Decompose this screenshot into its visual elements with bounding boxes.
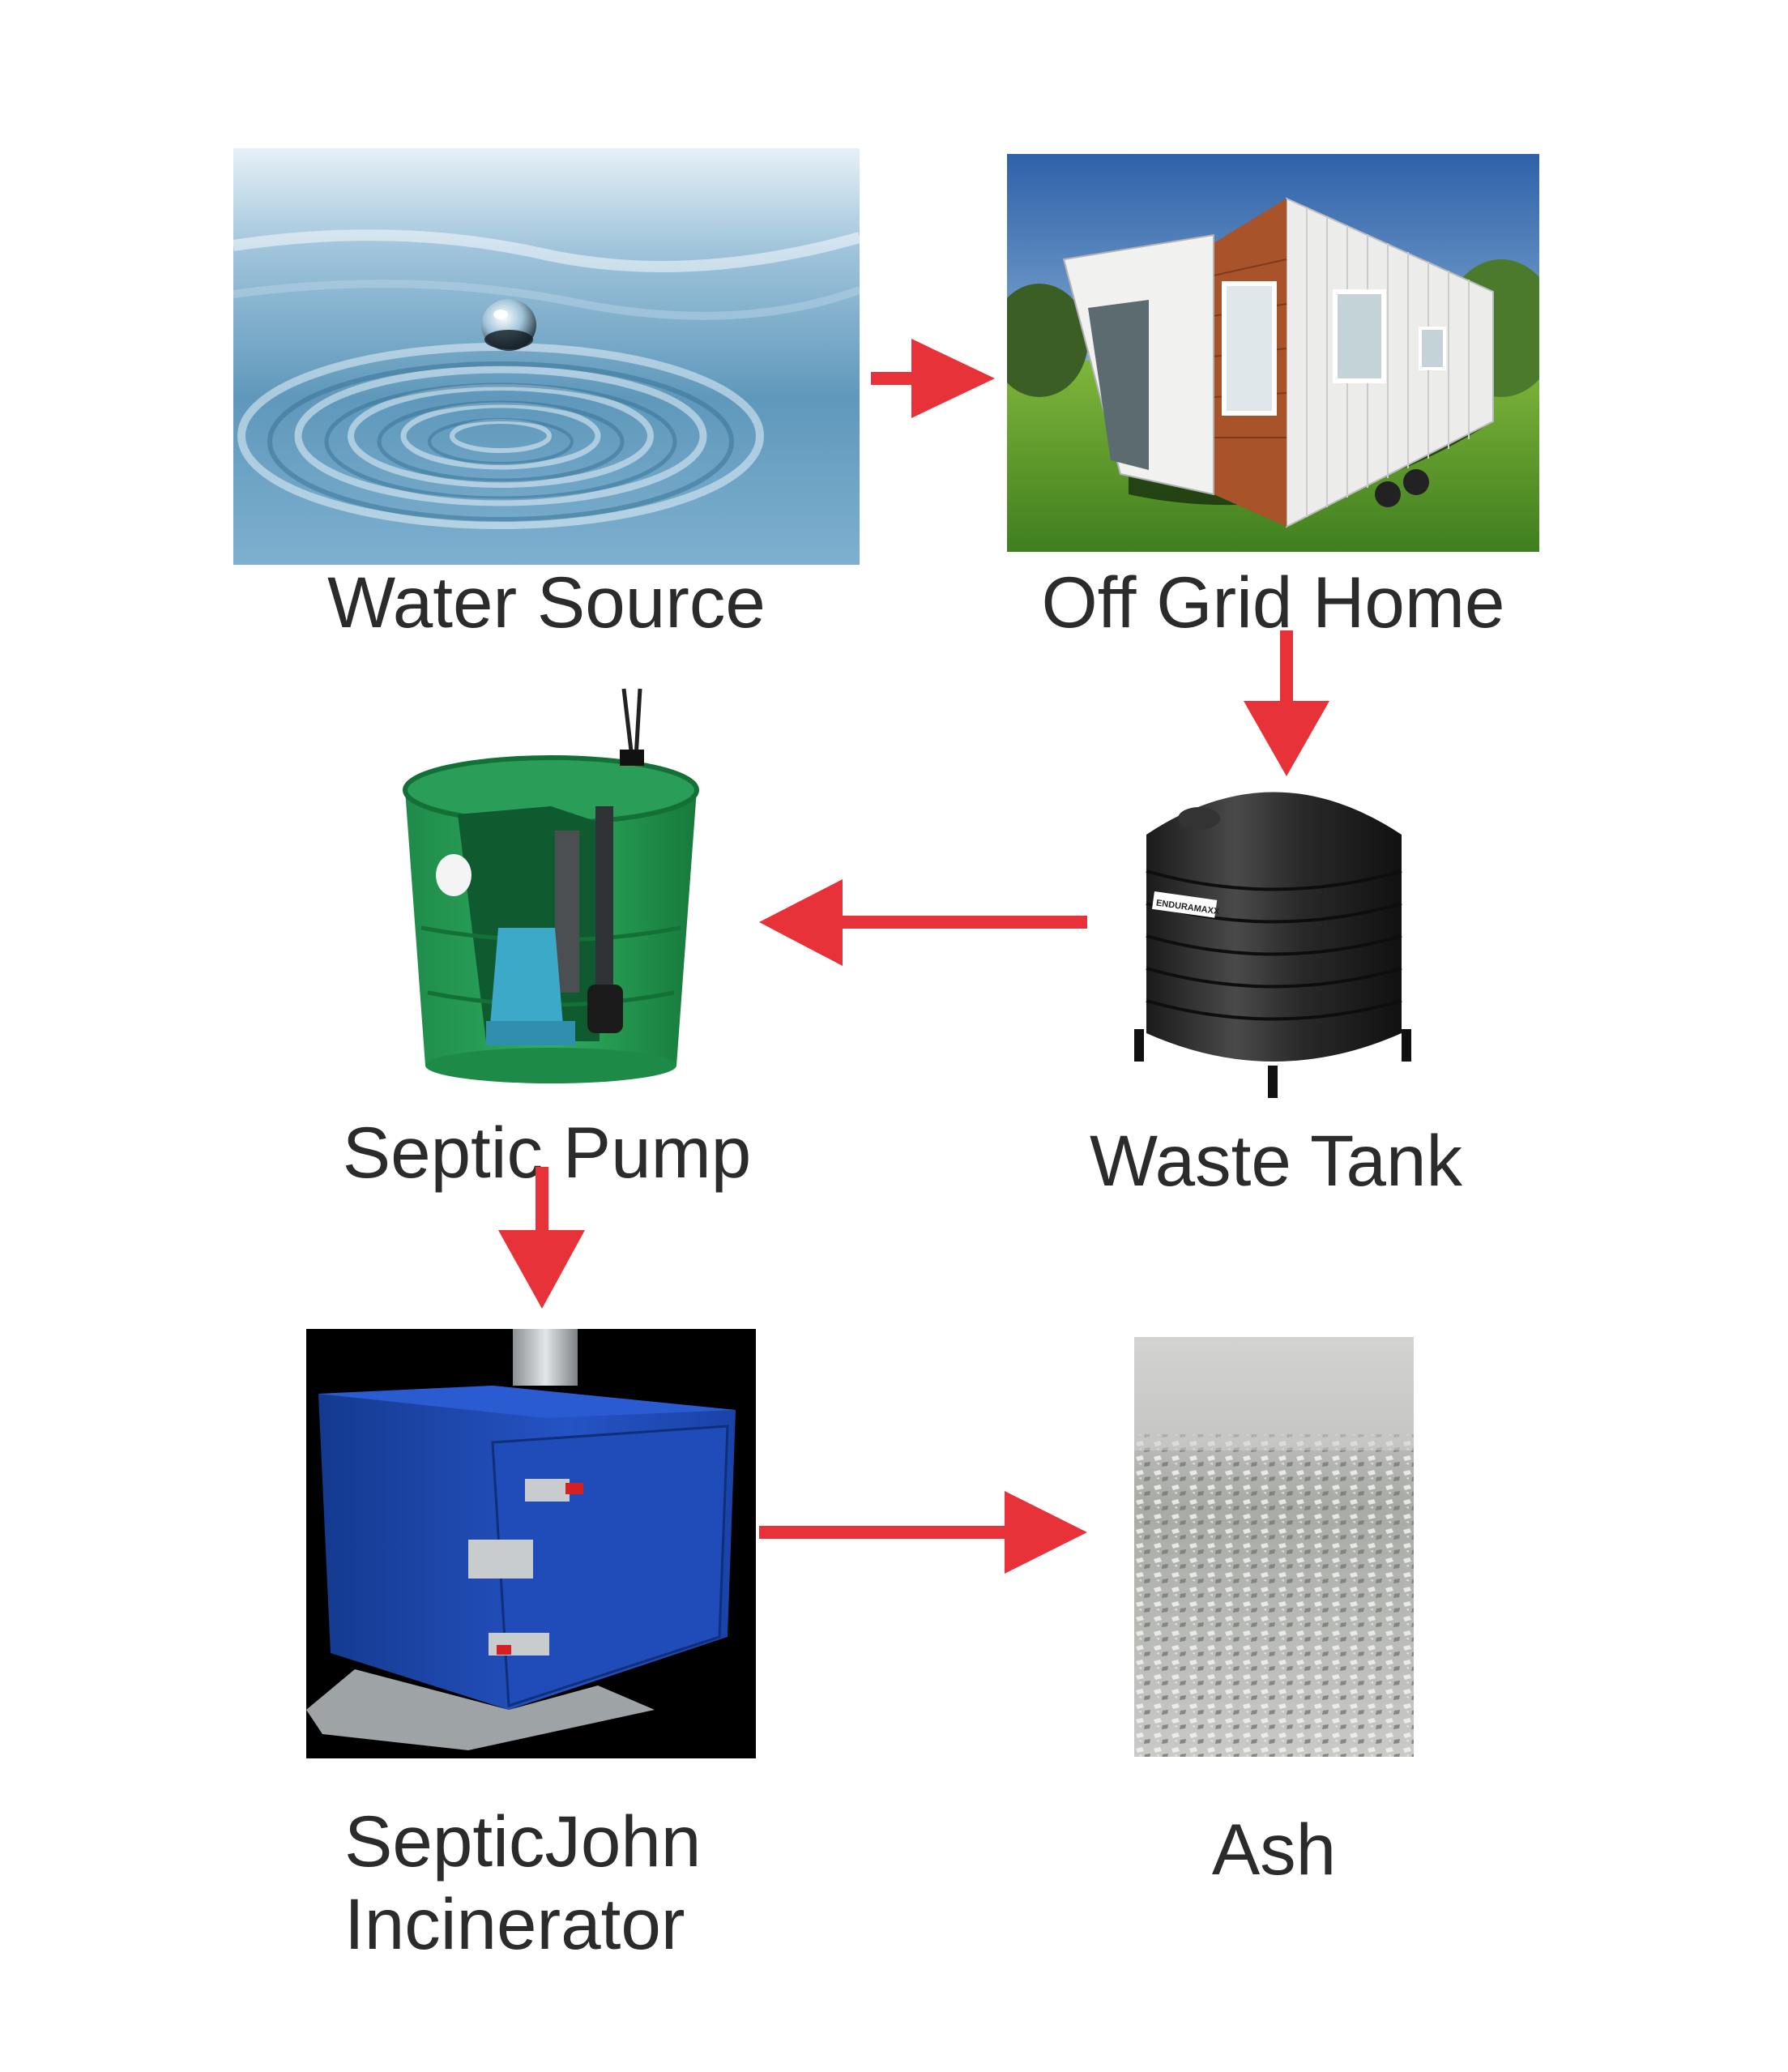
arrow-incinerator-to-ash [759, 1491, 1087, 1574]
incinerator-label-line2: Incinerator [344, 1883, 685, 1964]
off-grid-home-image [1007, 154, 1539, 552]
water-source-label: Water Source [327, 562, 766, 643]
incinerator-image [306, 1329, 756, 1758]
septic-pump-label: Septic Pump [342, 1112, 752, 1193]
off-grid-home-label: Off Grid Home [1041, 562, 1505, 643]
water-source-image [233, 148, 860, 565]
arrow-tank-to-pump [759, 879, 1087, 966]
septic-pump-image [397, 685, 705, 1086]
arrow-home-to-tank [1244, 630, 1329, 776]
ash-label: Ash [1211, 1809, 1337, 1890]
incinerator-label-line1: SepticJohn [344, 1801, 702, 1882]
arrow-water-to-home [871, 339, 995, 418]
waste-tank-label: Waste Tank [1089, 1120, 1463, 1201]
waste-tank-image: ENDURAMAXX [1122, 758, 1426, 1102]
ash-image [1134, 1337, 1414, 1757]
